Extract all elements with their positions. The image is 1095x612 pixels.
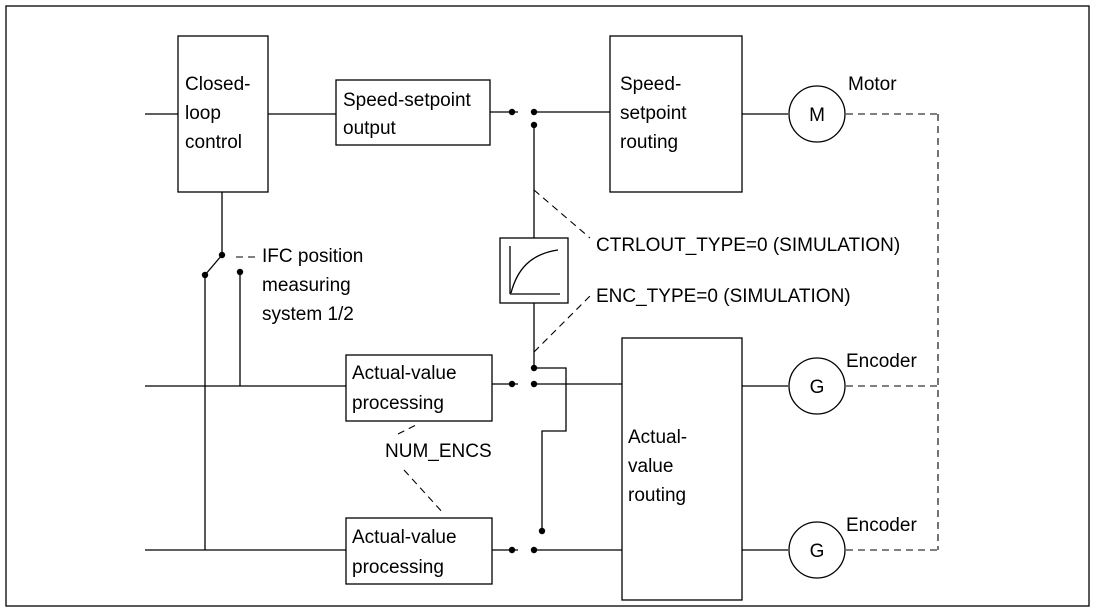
svg-text:value: value xyxy=(628,456,673,477)
svg-text:setpoint: setpoint xyxy=(620,103,687,124)
svg-text:G: G xyxy=(810,541,825,562)
annotation-enc-type: ENC_TYPE=0 (SIMULATION) xyxy=(596,286,851,307)
svg-text:Actual-value: Actual-value xyxy=(352,363,457,384)
svg-text:M: M xyxy=(809,105,825,126)
encoder-1-symbol: G xyxy=(788,357,846,415)
svg-text:output: output xyxy=(343,118,397,139)
annotation-ifc-position: IFC position measuring system 1/2 xyxy=(262,246,363,325)
svg-text:IFC position: IFC position xyxy=(262,246,363,267)
svg-text:processing: processing xyxy=(352,557,444,578)
svg-text:measuring: measuring xyxy=(262,275,351,296)
svg-text:routing: routing xyxy=(628,485,686,506)
annotation-num-encs: NUM_ENCS xyxy=(385,441,492,462)
motor-symbol: M xyxy=(788,85,846,143)
svg-text:Actual-: Actual- xyxy=(628,427,687,448)
svg-text:loop: loop xyxy=(185,103,221,124)
svg-text:system 1/2: system 1/2 xyxy=(262,304,354,325)
block-actual-value-processing-1: Actual-value processing xyxy=(345,354,493,422)
signal-wires xyxy=(145,111,788,551)
svg-text:routing: routing xyxy=(620,132,678,153)
svg-text:G: G xyxy=(810,377,825,398)
annotation-leaders xyxy=(236,113,939,551)
encoder-1-label: Encoder xyxy=(846,351,917,372)
svg-text:Speed-setpoint: Speed-setpoint xyxy=(343,90,472,111)
svg-text:Closed-: Closed- xyxy=(185,74,250,95)
diagram-frame xyxy=(5,5,1090,607)
switch-contacts xyxy=(201,108,546,554)
svg-text:Speed-: Speed- xyxy=(620,74,681,95)
encoder-2-label: Encoder xyxy=(846,515,917,536)
motor-label: Motor xyxy=(848,74,897,95)
block-speed-setpoint-routing: Speed- setpoint routing xyxy=(609,35,743,193)
svg-text:processing: processing xyxy=(352,393,444,414)
block-closed-loop-control: Closed- loop control xyxy=(177,35,269,193)
svg-text:control: control xyxy=(185,132,242,153)
block-speed-setpoint-output: Speed-setpoint output xyxy=(335,79,491,146)
annotation-ctrlout-type: CTRLOUT_TYPE=0 (SIMULATION) xyxy=(596,235,900,256)
svg-text:Actual-value: Actual-value xyxy=(352,527,457,548)
block-actual-value-processing-2: Actual-value processing xyxy=(345,517,493,585)
encoder-2-symbol: G xyxy=(788,521,846,579)
block-simulation-model xyxy=(499,237,569,304)
block-actual-value-routing: Actual- value routing xyxy=(621,337,743,601)
